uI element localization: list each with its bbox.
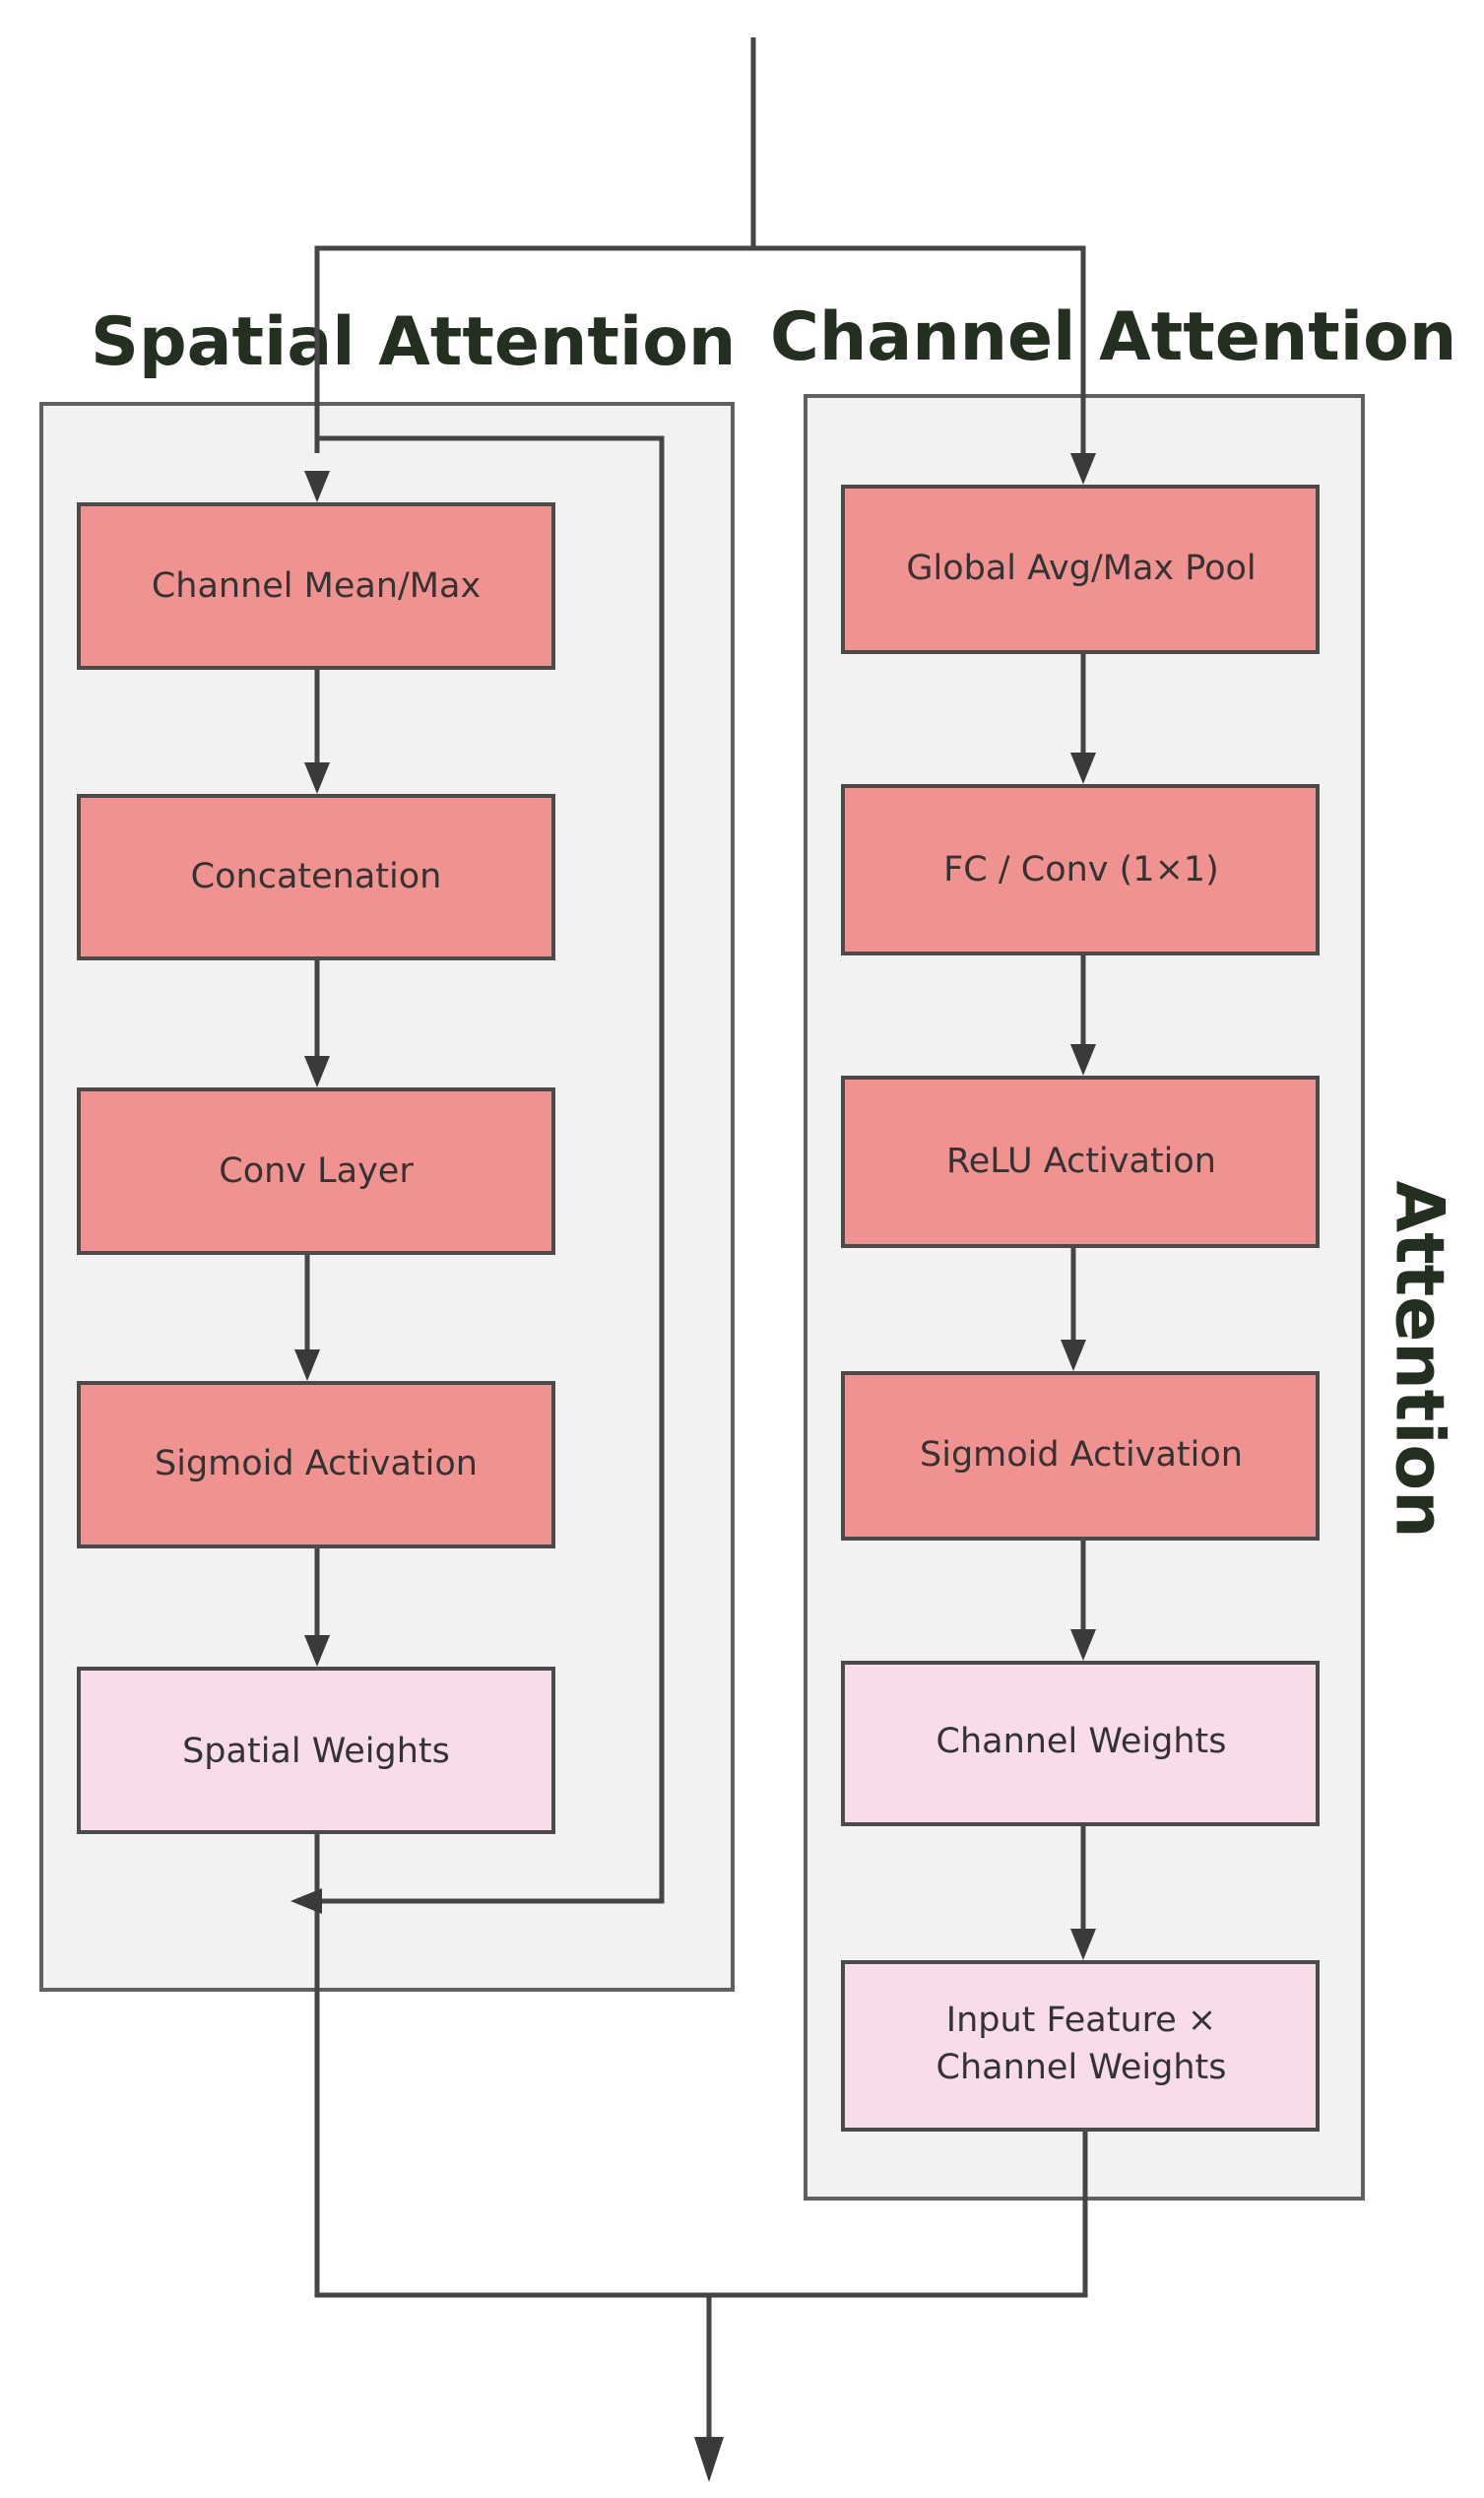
- arrowhead: [304, 1635, 330, 1667]
- output-merge-line: [314, 1832, 1088, 2298]
- svg-text:Channel Weights: Channel Weights: [936, 2048, 1227, 2087]
- arrowhead: [304, 762, 330, 794]
- svg-text:Spatial Weights: Spatial Weights: [182, 1732, 450, 1771]
- arrowhead: [1070, 453, 1096, 485]
- arrowhead: [304, 471, 330, 502]
- block-global-avg-max-pool: Global Avg/Max Pool: [841, 485, 1320, 654]
- arrowhead: [1061, 1340, 1086, 1371]
- block-spatial-weights: Spatial Weights: [77, 1667, 555, 1834]
- arrowhead: [1070, 1629, 1096, 1661]
- svg-text:FC / Conv (1×1): FC / Conv (1×1): [943, 850, 1219, 889]
- arrowhead: [304, 1056, 330, 1087]
- spatial-attention-title: Spatial Attention: [91, 303, 736, 381]
- arrowhead: [1070, 1044, 1096, 1076]
- channel-attention-title: Channel Attention: [770, 298, 1456, 376]
- svg-text:Sigmoid Activation: Sigmoid Activation: [920, 1435, 1243, 1475]
- svg-text:Conv Layer: Conv Layer: [219, 1151, 414, 1191]
- arrowhead: [1070, 1929, 1096, 1960]
- block-channel-mean-max: Channel Mean/Max: [77, 502, 555, 670]
- block-channel-weights: Channel Weights: [841, 1661, 1320, 1826]
- input-split-line: [314, 245, 1086, 455]
- arrowhead: [694, 2437, 724, 2482]
- block-sigmoid-activation-spatial: Sigmoid Activation: [77, 1381, 555, 1548]
- block-relu-activation: ReLU Activation: [841, 1076, 1320, 1248]
- arrowhead: [1070, 753, 1096, 784]
- attention-side-title: Attention: [1380, 1180, 1457, 1538]
- block-sigmoid-activation-channel: Sigmoid Activation: [841, 1371, 1320, 1541]
- block-input-feature-x-channel-weights: Input Feature × Channel Weights: [841, 1960, 1320, 2132]
- arrowhead: [294, 1349, 320, 1381]
- svg-text:ReLU Activation: ReLU Activation: [946, 1142, 1216, 1181]
- block-conv-layer: Conv Layer: [77, 1087, 555, 1255]
- svg-text:Channel Mean/Max: Channel Mean/Max: [152, 566, 481, 606]
- svg-text:Sigmoid Activation: Sigmoid Activation: [155, 1444, 478, 1483]
- svg-text:Input Feature ×: Input Feature ×: [946, 2001, 1216, 2040]
- svg-text:Global Avg/Max Pool: Global Avg/Max Pool: [906, 549, 1256, 588]
- svg-text:Concatenation: Concatenation: [191, 857, 442, 896]
- svg-text:Channel Weights: Channel Weights: [936, 1722, 1227, 1761]
- block-concatenation: Concatenation: [77, 794, 555, 960]
- block-fc-conv-1x1: FC / Conv (1×1): [841, 784, 1320, 955]
- arrowhead: [290, 1888, 322, 1914]
- spatial-residual-line: [303, 435, 665, 1904]
